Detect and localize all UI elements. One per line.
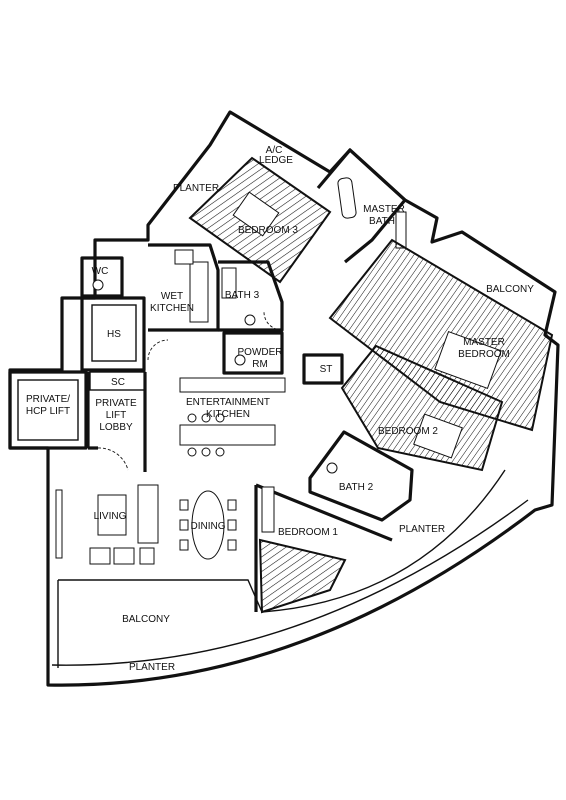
wet-kitchen-label-1: WET (161, 291, 183, 302)
lift-lobby-wall (86, 372, 147, 472)
lift-car (17, 379, 79, 441)
st-label: ST (320, 364, 333, 375)
stool-6 (215, 413, 225, 423)
private-lift-lobby-label-1: PRIVATE (95, 398, 137, 409)
master-bath-label-2: BATH (369, 216, 395, 227)
private-hcp-lift-box (8, 370, 88, 450)
wc-toilet (92, 279, 104, 291)
dining-chair-2 (179, 519, 189, 531)
hs-label: HS (107, 329, 121, 340)
bedroom1-wardrobe (261, 486, 275, 533)
powder-toilet (234, 354, 246, 366)
living-sofa (137, 484, 159, 544)
outer-wall (8, 110, 560, 687)
stool-3 (215, 447, 225, 457)
master-bath-tub (337, 177, 357, 219)
dining-label: DINING (191, 521, 226, 532)
planter-curve-bottom (51, 499, 529, 666)
living-chair-2 (113, 547, 135, 565)
stool-1 (187, 447, 197, 457)
living-label: LIVING (94, 511, 127, 522)
hs-box (80, 296, 146, 372)
door-main (97, 447, 129, 471)
wet-kitchen-counter (189, 261, 209, 323)
dining-chair-3 (179, 539, 189, 551)
dining-chair-1 (179, 499, 189, 511)
dining-chair-4 (227, 499, 237, 511)
planter-bottom-label: PLANTER (129, 662, 175, 673)
master-bedroom-label-1: MASTER (463, 337, 505, 348)
stool-2 (201, 447, 211, 457)
bath2-wall (308, 430, 414, 522)
living-chair-3 (139, 547, 155, 565)
master-bath-label-1: MASTER (363, 204, 405, 215)
planter-right-label: PLANTER (399, 524, 445, 535)
bath3-vanity (221, 267, 237, 299)
bedroom2-label: BEDROOM 2 (378, 426, 438, 437)
dining-chair-5 (227, 519, 237, 531)
private-lift-lobby-label-2: LIFT (106, 410, 127, 421)
powder-rm-label-2: RM (252, 359, 268, 370)
planter-top-label: PLANTER (173, 183, 219, 194)
door-bath3 (263, 311, 283, 331)
wet-kitchen-sink (174, 249, 194, 265)
powder-rm-label-1: POWDER (238, 347, 283, 358)
bath2-label: BATH 2 (339, 482, 374, 493)
living-table (97, 494, 127, 536)
st-box (302, 353, 344, 385)
wc-box (80, 256, 124, 298)
entertainment-kitchen-label-1: ENTERTAINMENT (186, 397, 270, 408)
hs-inner (91, 304, 137, 362)
bedroom3-bed (232, 191, 280, 237)
balcony-curve (58, 469, 506, 613)
private-lift-lobby-label-3: LOBBY (99, 422, 133, 433)
bath2-toilet (326, 462, 338, 474)
kitchen-counter-top (179, 377, 286, 393)
bedroom2-bed (413, 413, 463, 459)
powder-room-box (222, 331, 284, 375)
master-bedroom-bed (434, 330, 502, 390)
bedroom1-wall (254, 483, 393, 612)
bedroom3-label: BEDROOM 3 (238, 225, 298, 236)
wc-label: WC (92, 266, 109, 277)
wet-kitchen-label-2: KITCHEN (150, 303, 194, 314)
bath3-toilet (244, 314, 256, 326)
living-chair-1 (89, 547, 111, 565)
bedroom1-label: BEDROOM 1 (278, 527, 338, 538)
stool-4 (187, 413, 197, 423)
private-hcp-lift-label-2: HCP LIFT (26, 406, 70, 417)
tv-console (55, 489, 63, 559)
door-living (147, 339, 169, 361)
bedroom2-floor (340, 344, 504, 472)
dining-table (191, 490, 225, 560)
bedroom1-floor (258, 538, 347, 614)
balcony-bottom-label: BALCONY (122, 614, 170, 625)
bath3-label: BATH 3 (225, 290, 260, 301)
master-bedroom-label-2: BEDROOM (458, 349, 510, 360)
ac-ledge-label-2: LEDGE (259, 155, 293, 166)
private-hcp-lift-label-1: PRIVATE/ (26, 394, 70, 405)
sc-label: SC (111, 377, 125, 388)
dining-chair-6 (227, 539, 237, 551)
balcony-right-label: BALCONY (486, 284, 534, 295)
master-bath-wall (316, 148, 407, 264)
wet-kitchen-wall (148, 243, 220, 332)
ac-ledge-label-1: A/C (266, 145, 283, 156)
entertainment-kitchen-label-2: KITCHEN (206, 409, 250, 420)
kitchen-island (179, 424, 276, 446)
stool-5 (201, 413, 211, 423)
